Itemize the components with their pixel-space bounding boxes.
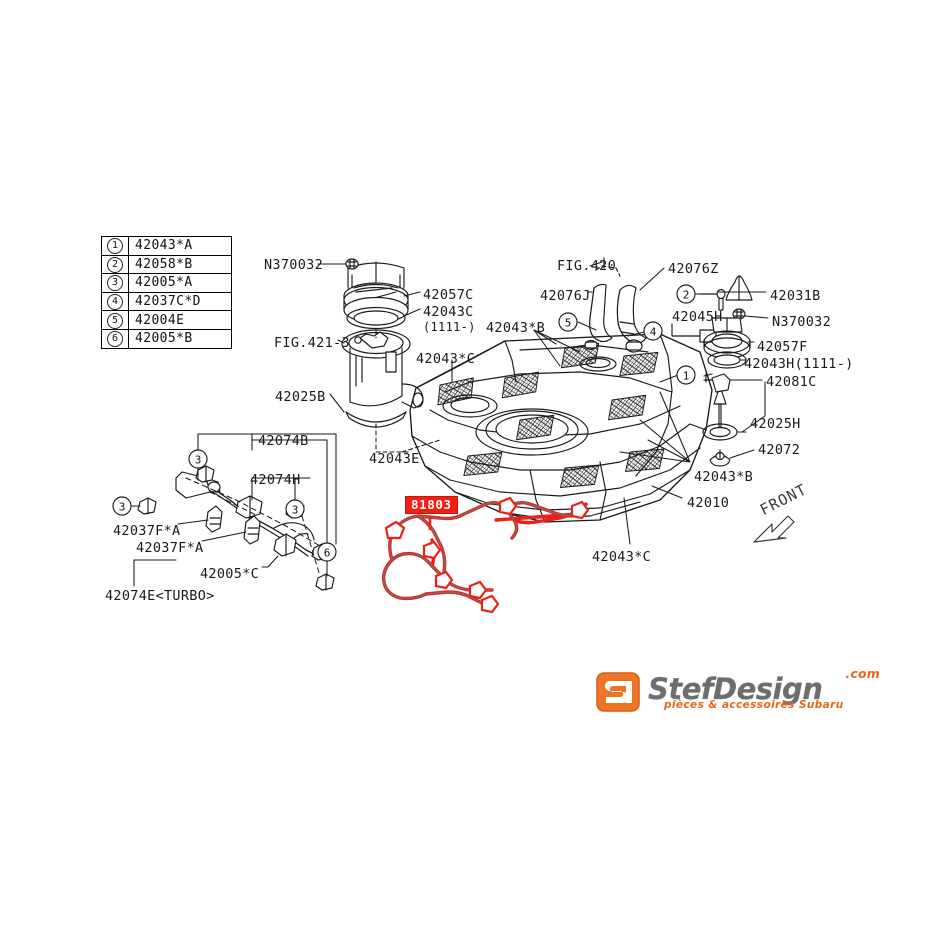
callout-42043b-right: 42043*B xyxy=(694,469,753,485)
legend-index: 5 xyxy=(107,312,123,329)
watermark-tagline: pièces & accessoires Subaru xyxy=(664,699,844,711)
tank-bottom-contours xyxy=(529,461,607,523)
callout-42037fa-2: 42037F*A xyxy=(136,540,204,556)
callout-42043c-tank: 42043*C xyxy=(416,351,475,367)
callout-42076j: 42076J xyxy=(540,288,591,304)
legend-row: 2 42058*B xyxy=(101,254,232,275)
callout-42025h: 42025H xyxy=(750,416,801,432)
callout-42074b: 42074B xyxy=(258,433,309,449)
parts-reference-table: 1 42043*A 2 42058*B 3 42005*A 4 42037C*D… xyxy=(101,236,232,349)
callout-42074h: 42074H xyxy=(250,472,301,488)
callout-fig420: FIG.420 xyxy=(557,258,616,274)
callout-42072: 42072 xyxy=(758,442,801,458)
legend-part-number: 42037C*D xyxy=(128,291,232,312)
callout-42005c: 42005*C xyxy=(200,566,259,582)
screw-n370032-left xyxy=(345,258,359,270)
legend-part-number: 42005*B xyxy=(128,328,232,349)
stefdesign-wordmark: StefDesign .com pièces & accessoires Sub… xyxy=(648,666,880,718)
svg-text:2: 2 xyxy=(683,289,690,302)
stefdesign-logo-icon xyxy=(596,672,640,712)
legend-index: 4 xyxy=(107,294,123,311)
harness-connectors xyxy=(384,496,590,614)
svg-text:3: 3 xyxy=(119,501,126,514)
tank-pump-opening xyxy=(442,394,498,418)
callout-42045h: 42045H xyxy=(672,309,723,325)
svg-text:1: 1 xyxy=(683,370,690,383)
callout-42081c: 42081C xyxy=(766,374,817,390)
callout-42043h: 42043H(1111-) xyxy=(744,356,854,372)
svg-text:5: 5 xyxy=(565,317,572,330)
legend-part-number: 42043*A xyxy=(128,236,232,256)
site-watermark: StefDesign .com pièces & accessoires Sub… xyxy=(596,666,880,718)
legend-part-number: 42005*A xyxy=(128,273,232,293)
watermark-brand: StefDesign xyxy=(648,672,823,706)
callout-42043e: 42043E xyxy=(369,451,420,467)
callout-42043c: 42043C xyxy=(423,304,474,320)
legend-index: 2 xyxy=(107,256,123,273)
callout-42076z: 42076Z xyxy=(668,261,719,277)
legend-row: 5 42004E xyxy=(101,310,232,330)
callout-42037fa-1: 42037F*A xyxy=(113,523,181,539)
callout-n370032-right: N370032 xyxy=(772,314,831,330)
legend-row: 1 42043*A xyxy=(101,236,232,256)
watermark-tld: .com xyxy=(845,666,880,681)
callout-42025b: 42025B xyxy=(275,389,326,405)
legend-part-number: 42058*B xyxy=(128,254,232,275)
fuel-pump-module xyxy=(341,261,424,428)
svg-text:3: 3 xyxy=(292,504,299,517)
legend-row: 3 42005*A xyxy=(101,273,232,293)
callout-42031b: 42031B xyxy=(770,288,821,304)
callout-42057f: 42057F xyxy=(757,339,808,355)
svg-text:3: 3 xyxy=(195,454,202,467)
legend-index: 6 xyxy=(107,331,123,348)
callout-42043c-note: (1111-) xyxy=(423,320,476,334)
callout-42057c: 42057C xyxy=(423,287,474,303)
circled-markers: 5 4 2 1 3 3 3 6 xyxy=(112,284,696,562)
callout-fig421-3: FIG.421-3 xyxy=(274,335,350,351)
legend-row: 4 42037C*D xyxy=(101,291,232,312)
svg-text:6: 6 xyxy=(324,547,331,560)
fuel-level-sender xyxy=(702,373,738,467)
filler-neck-hoses xyxy=(584,257,647,353)
callout-42074e: 42074E<TURBO> xyxy=(105,588,215,604)
callout-42043b-upper: 42043*B xyxy=(486,320,545,336)
legend-row: 6 42005*B xyxy=(101,328,232,349)
legend-index: 3 xyxy=(107,275,123,292)
legend-index: 1 xyxy=(107,238,123,255)
front-direction-arrow xyxy=(753,515,795,543)
highlighted-part-number-badge: 81803 xyxy=(405,496,458,515)
svg-text:4: 4 xyxy=(650,326,657,339)
legend-part-number: 42004E xyxy=(128,310,232,330)
fuel-line-assembly xyxy=(137,465,335,591)
filler-cap-assembly xyxy=(671,275,753,369)
callout-n370032-left: N370032 xyxy=(264,257,323,273)
callout-42010: 42010 xyxy=(687,495,730,511)
callout-42043c-lower: 42043*C xyxy=(592,549,651,565)
